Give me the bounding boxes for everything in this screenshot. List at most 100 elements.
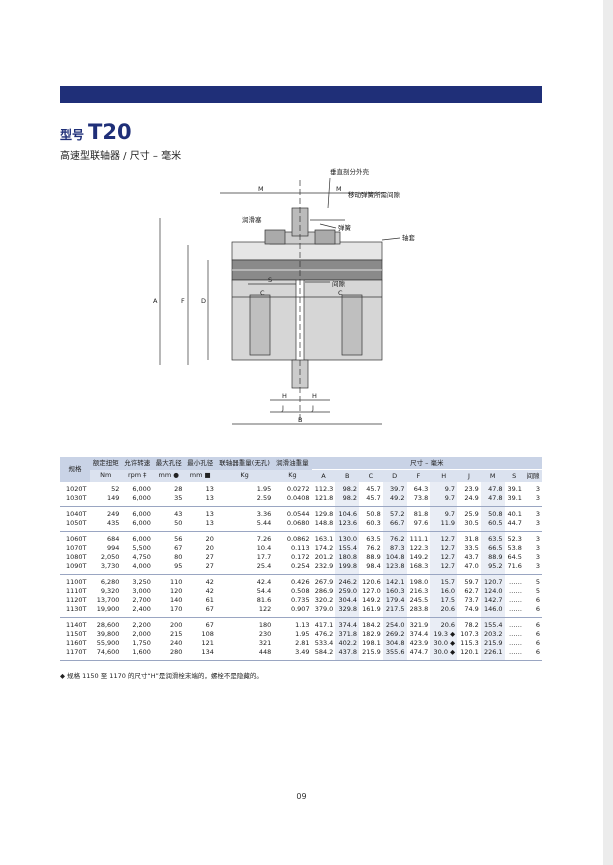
table-cell: 134 <box>184 648 216 661</box>
label-H-right: H <box>312 392 317 400</box>
table-cell: 371.8 <box>335 630 360 639</box>
table-cell: 115.3 <box>457 639 481 648</box>
table-cell: 320.2 <box>311 596 336 605</box>
table-cell: 74.9 <box>457 605 481 618</box>
label-gap: 间隙 <box>332 279 346 288</box>
table-cell: 6,000 <box>121 531 153 544</box>
cover-body <box>231 241 383 261</box>
size-cell: 1170T <box>60 648 90 661</box>
table-cell: 120 <box>152 587 185 596</box>
unit-cell: A <box>311 469 336 482</box>
col-max-bore: 最大孔径 <box>152 457 185 470</box>
table-cell: 2.59 <box>215 494 274 507</box>
table-cell: 53.8 <box>504 544 524 553</box>
unit-cell: B <box>335 469 360 482</box>
table-cell: 249 <box>89 506 122 519</box>
table-cell: 0.508 <box>273 587 312 596</box>
table-cell: 0.254 <box>273 562 312 575</box>
size-cell: 1020T <box>60 482 90 494</box>
table-cell: 3 <box>523 544 542 553</box>
table-cell: 148.8 <box>311 519 336 532</box>
table-cell: 0.0544 <box>273 506 312 519</box>
size-cell: 1130T <box>60 605 90 618</box>
label-C-right: C <box>338 289 343 297</box>
table-cell: 0.172 <box>273 553 312 562</box>
table-cell: 286.9 <box>311 587 336 596</box>
table-cell: 6,000 <box>121 506 153 519</box>
table-cell: 39.7 <box>382 482 407 494</box>
header-banner <box>60 86 542 103</box>
table-cell: 42.4 <box>215 574 274 587</box>
table-cell: 50.8 <box>359 506 383 519</box>
table-cell: …… <box>504 605 524 618</box>
table-cell: …… <box>504 587 524 596</box>
table-cell: 6 <box>523 617 542 630</box>
table-cell: 230 <box>215 630 274 639</box>
table-cell: 107.3 <box>457 630 481 639</box>
unit-cell: F <box>406 469 431 482</box>
table-cell: 27 <box>184 562 216 575</box>
table-cell: 163.1 <box>311 531 336 544</box>
table-cell: 179.4 <box>382 596 407 605</box>
table-cell: 269.2 <box>382 630 407 639</box>
table-cell: 4,750 <box>121 553 153 562</box>
unit-cell: H <box>430 469 458 482</box>
table-cell: 76.2 <box>359 544 383 553</box>
table-cell: 146.0 <box>480 605 505 618</box>
table-cell: 3,000 <box>121 587 153 596</box>
label-D: D <box>201 297 206 305</box>
table-cell: 78.2 <box>457 617 481 630</box>
table-cell: 40.1 <box>504 506 524 519</box>
label-move-gap: 移动弹簧所需间隙 <box>348 190 401 199</box>
table-cell: 73.7 <box>457 596 481 605</box>
table-cell: 12.7 <box>430 562 458 575</box>
table-cell: 111.1 <box>406 531 431 544</box>
table-cell: 98.2 <box>335 494 360 507</box>
unit-cell: Nm <box>89 469 122 482</box>
table-cell: 120.1 <box>457 648 481 661</box>
table-cell: 122 <box>215 605 274 618</box>
table-cell: 2,200 <box>121 617 153 630</box>
table-cell: 6,000 <box>121 494 153 507</box>
table-cell: 13,700 <box>89 596 122 605</box>
table-cell: 246.2 <box>335 574 360 587</box>
table-cell: …… <box>504 574 524 587</box>
table-cell: 104.6 <box>335 506 360 519</box>
table-cell: 98.2 <box>335 482 360 494</box>
table-cell: 76.2 <box>382 531 407 544</box>
size-cell: 1050T <box>60 519 90 532</box>
table-cell: 3,730 <box>89 562 122 575</box>
table-cell: 355.6 <box>382 648 407 661</box>
table-cell: 45.7 <box>359 494 383 507</box>
size-cell: 1060T <box>60 531 90 544</box>
table-cell: 42 <box>184 574 216 587</box>
table-cell: 54.4 <box>215 587 274 596</box>
table-cell: 170 <box>152 605 185 618</box>
table-cell: 24.9 <box>457 494 481 507</box>
table-cell: 9.7 <box>430 494 458 507</box>
table-cell: 3,250 <box>121 574 153 587</box>
table-cell: 203.2 <box>480 630 505 639</box>
table-cell: 1.95 <box>273 630 312 639</box>
size-cell: 1070T <box>60 544 90 553</box>
col-min-bore: 最小孔径 <box>184 457 216 470</box>
table-cell: 149 <box>89 494 122 507</box>
table-cell: 3 <box>523 482 542 494</box>
table-cell: 19.3 ◆ <box>430 630 458 639</box>
table-cell: 67 <box>184 617 216 630</box>
col-lube: 润滑油重量 <box>273 457 312 470</box>
table-cell: 182.9 <box>359 630 383 639</box>
table-cell: 2,000 <box>121 630 153 639</box>
label-H-left: H <box>282 392 287 400</box>
table-cell: 97.6 <box>406 519 431 532</box>
size-cell: 1140T <box>60 617 90 630</box>
label-S: S <box>268 276 272 284</box>
table-cell: 142.7 <box>480 596 505 605</box>
